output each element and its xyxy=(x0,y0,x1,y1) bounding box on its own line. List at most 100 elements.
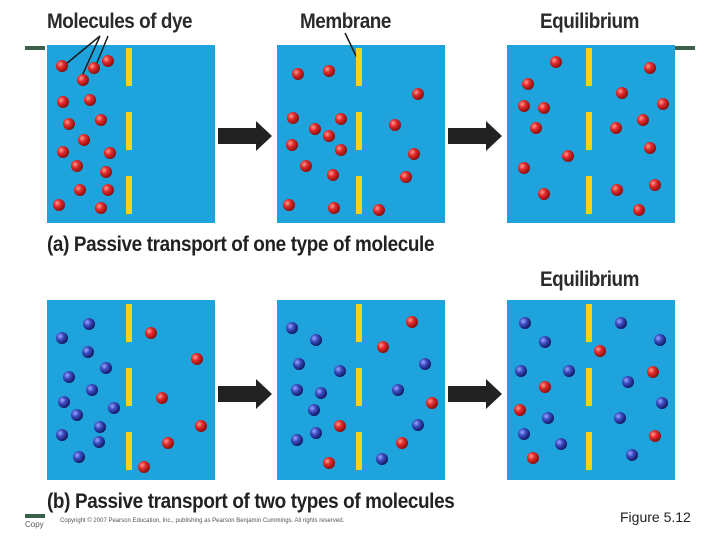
blue-molecule xyxy=(412,419,424,431)
red-molecule xyxy=(647,366,659,378)
red-molecule xyxy=(522,78,534,90)
red-molecule xyxy=(644,62,656,74)
caption-b: (b) Passive transport of two types of mo… xyxy=(47,490,455,513)
membrane-segment xyxy=(356,48,362,86)
red-molecule xyxy=(287,112,299,124)
blue-molecule xyxy=(56,429,68,441)
membrane-segment xyxy=(126,432,132,470)
red-molecule xyxy=(538,102,550,114)
red-molecule xyxy=(562,150,574,162)
blue-molecule xyxy=(614,412,626,424)
blue-molecule xyxy=(82,346,94,358)
copyright-left: Copy xyxy=(25,520,44,529)
red-molecule xyxy=(78,134,90,146)
membranes xyxy=(126,48,592,470)
blue-molecule xyxy=(93,436,105,448)
red-molecule xyxy=(527,452,539,464)
blue-molecule xyxy=(73,451,85,463)
red-molecule xyxy=(594,345,606,357)
blue-molecule xyxy=(58,396,70,408)
red-molecule xyxy=(530,122,542,134)
slide-rule-right xyxy=(670,46,695,50)
red-molecule xyxy=(334,420,346,432)
membrane-segment xyxy=(356,368,362,406)
panel-b-equilibrium-blue xyxy=(515,317,668,461)
panel-b-middle-blue xyxy=(286,322,431,465)
blue-molecule xyxy=(308,404,320,416)
blue-molecule xyxy=(286,322,298,334)
red-molecule xyxy=(84,94,96,106)
blue-molecule xyxy=(563,365,575,377)
blue-molecule xyxy=(419,358,431,370)
red-molecule xyxy=(400,171,412,183)
copyright-text: Copyright © 2007 Pearson Education, Inc.… xyxy=(60,518,345,524)
blue-molecule xyxy=(376,453,388,465)
blue-molecule xyxy=(83,318,95,330)
membrane-segment xyxy=(586,368,592,406)
red-molecule xyxy=(406,316,418,328)
blue-molecule xyxy=(56,332,68,344)
red-molecule xyxy=(328,202,340,214)
arrow-right-icon xyxy=(448,379,502,409)
blue-molecule xyxy=(86,384,98,396)
red-molecule xyxy=(88,62,100,74)
blue-molecule xyxy=(108,402,120,414)
membrane-segment xyxy=(586,432,592,470)
red-molecule xyxy=(100,166,112,178)
membrane-segment xyxy=(586,112,592,150)
arrows xyxy=(218,121,502,409)
red-molecule xyxy=(74,184,86,196)
blue-molecule xyxy=(63,371,75,383)
equilibrium-label-b: Equilibrium xyxy=(540,268,639,291)
red-molecule xyxy=(56,60,68,72)
red-molecule xyxy=(162,437,174,449)
red-molecule xyxy=(377,341,389,353)
blue-molecule xyxy=(293,358,305,370)
red-molecule xyxy=(283,199,295,211)
red-molecule xyxy=(616,87,628,99)
membrane-segment xyxy=(126,112,132,150)
red-molecule xyxy=(518,162,530,174)
blue-molecule xyxy=(71,409,83,421)
slide-rule-left xyxy=(25,46,45,50)
panel-b-initial-blue xyxy=(56,318,120,463)
red-molecule xyxy=(104,147,116,159)
membrane-segment xyxy=(126,48,132,86)
red-molecule xyxy=(195,420,207,432)
red-molecule xyxy=(649,430,661,442)
blue-molecule xyxy=(654,334,666,346)
red-molecule xyxy=(637,114,649,126)
membrane-segment xyxy=(356,112,362,150)
red-molecule xyxy=(323,130,335,142)
red-molecule xyxy=(102,55,114,67)
red-molecule xyxy=(292,68,304,80)
membrane-segment xyxy=(356,176,362,214)
panel-b-initial-red xyxy=(138,327,207,473)
panel-a-initial-molecules xyxy=(53,55,116,214)
blue-molecule xyxy=(94,421,106,433)
membrane-segment xyxy=(356,304,362,342)
equilibrium-label-a: Equilibrium xyxy=(540,10,639,33)
red-molecule xyxy=(335,144,347,156)
membrane-segment xyxy=(126,304,132,342)
red-molecule xyxy=(550,56,562,68)
pointer-line-membrane xyxy=(344,32,359,61)
red-molecule xyxy=(145,327,157,339)
membrane-label: Membrane xyxy=(300,10,391,33)
red-molecule xyxy=(286,139,298,151)
red-molecule xyxy=(57,96,69,108)
blue-molecule xyxy=(291,384,303,396)
red-molecule xyxy=(611,184,623,196)
blue-molecule xyxy=(515,365,527,377)
blue-molecule xyxy=(615,317,627,329)
blue-molecule xyxy=(542,412,554,424)
red-molecule xyxy=(327,169,339,181)
blue-molecule xyxy=(100,362,112,374)
red-molecule xyxy=(309,123,321,135)
blue-molecule xyxy=(622,376,634,388)
panel-a-middle-molecules xyxy=(283,65,424,216)
blue-molecule xyxy=(518,428,530,440)
blue-molecule xyxy=(656,397,668,409)
molecules-b xyxy=(56,316,668,473)
membrane-segment xyxy=(586,176,592,214)
